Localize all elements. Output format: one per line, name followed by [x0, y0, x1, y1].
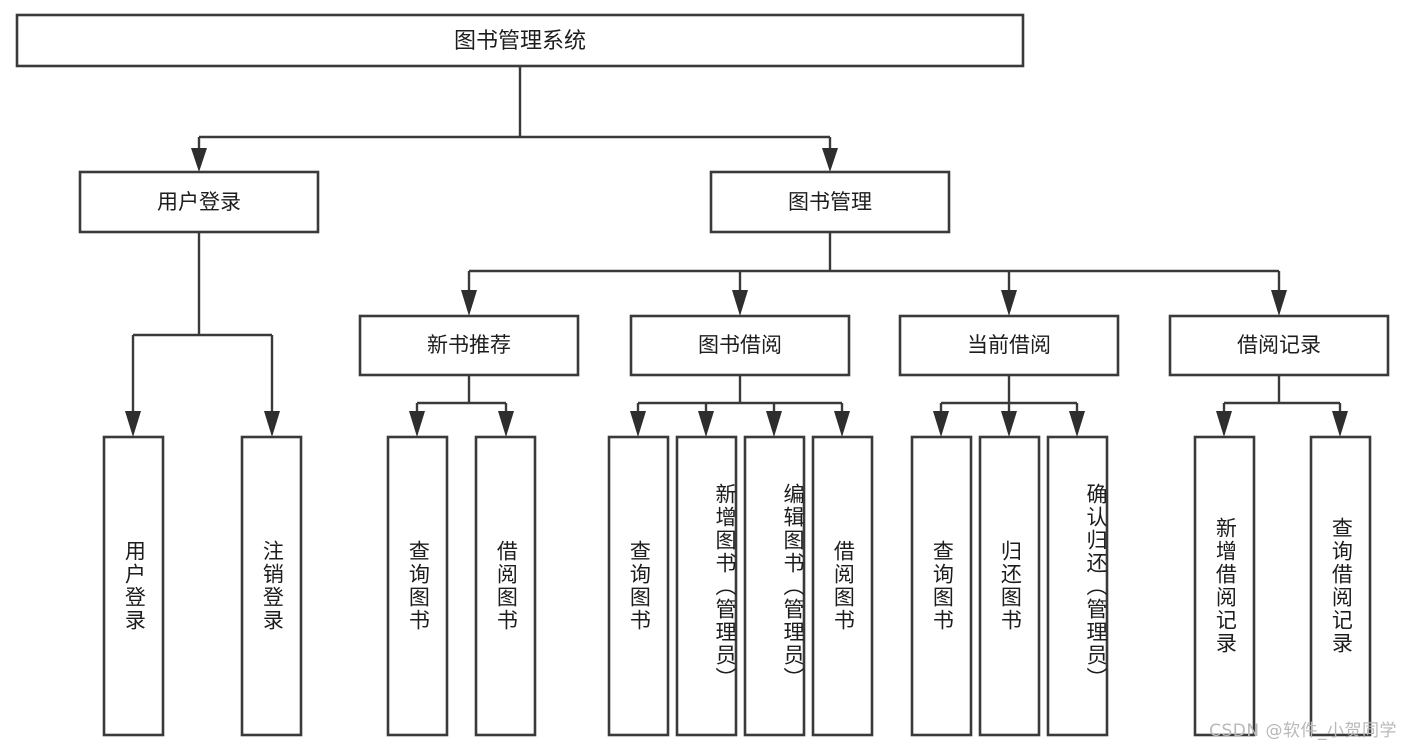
node-current-borrow-label: 当前借阅	[967, 333, 1051, 357]
node-leaf-logout-login-box[interactable]	[240, 435, 303, 737]
node-current-borrow[interactable]: 当前借阅	[898, 314, 1120, 377]
node-book-borrow-label: 图书借阅	[698, 333, 782, 357]
node-leaf-add-book-box[interactable]	[675, 435, 738, 737]
node-leaf-query-book-2-box[interactable]	[607, 435, 670, 737]
node-leaf-borrow-book-2-box[interactable]	[811, 435, 874, 737]
arrow-head-book-borrow	[732, 290, 748, 316]
node-leaf-edit-book-box[interactable]	[743, 435, 806, 737]
node-leaf-user-login-box[interactable]	[102, 435, 165, 737]
connectors-layer	[125, 66, 1348, 437]
arrow-head-leaf-logout-login	[264, 411, 280, 437]
node-book-manage[interactable]: 图书管理	[709, 170, 951, 234]
arrow-head-leaf-add-book	[698, 411, 714, 437]
arrow-head-leaf-query-book-2	[630, 411, 646, 437]
node-new-book-rec-box[interactable]	[358, 314, 580, 377]
arrow-head-to-book-manage	[822, 148, 838, 172]
node-leaf-borrow-book-1-box[interactable]	[474, 435, 537, 737]
node-book-manage-label: 图书管理	[788, 190, 872, 214]
node-leaf-return-book-box[interactable]	[978, 435, 1041, 737]
node-book-borrow[interactable]: 图书借阅	[629, 314, 851, 377]
node-root-label: 图书管理系统	[454, 29, 586, 54]
node-leaf-add-record-box[interactable]	[1193, 435, 1256, 737]
node-root[interactable]: 图书管理系统	[15, 13, 1025, 68]
watermark: CSDN @软件_小贺同学	[1209, 721, 1397, 741]
arrow-head-leaf-add-record	[1216, 411, 1232, 437]
node-borrow-record-box[interactable]	[1168, 314, 1390, 377]
leaf-boxes-layer	[102, 435, 1372, 737]
node-current-borrow-box[interactable]	[898, 314, 1120, 377]
node-borrow-record[interactable]: 借阅记录	[1168, 314, 1390, 377]
arrow-head-leaf-query-book-1	[409, 411, 425, 437]
arrow-head-to-user-login	[191, 148, 207, 172]
node-new-book-rec-label: 新书推荐	[427, 333, 511, 357]
arrow-head-leaf-borrow-book-1	[498, 411, 514, 437]
node-leaf-confirm-return-box[interactable]	[1046, 435, 1109, 737]
node-user-login-box[interactable]	[78, 170, 320, 234]
arrow-head-leaf-borrow-book-2	[834, 411, 850, 437]
arrow-head-current-borrow	[1001, 290, 1017, 316]
node-leaf-query-record-box[interactable]	[1309, 435, 1372, 737]
arrow-head-leaf-query-record	[1332, 411, 1348, 437]
node-book-manage-box[interactable]	[709, 170, 951, 234]
node-leaf-query-book-3-box[interactable]	[910, 435, 973, 737]
arrow-head-leaf-edit-book	[766, 411, 782, 437]
node-user-login-label: 用户登录	[157, 190, 241, 214]
arrow-head-leaf-user-login	[125, 411, 141, 437]
node-new-book-rec[interactable]: 新书推荐	[358, 314, 580, 377]
arrow-head-leaf-confirm-return	[1069, 411, 1085, 437]
node-user-login[interactable]: 用户登录	[78, 170, 320, 234]
arrow-head-leaf-return-book	[1001, 411, 1017, 437]
node-leaf-query-book-1-box[interactable]	[386, 435, 449, 737]
node-root-box[interactable]	[15, 13, 1025, 68]
arrow-head-new-book-rec	[461, 290, 477, 316]
node-book-borrow-box[interactable]	[629, 314, 851, 377]
arrow-head-borrow-record	[1271, 290, 1287, 316]
node-borrow-record-label: 借阅记录	[1237, 333, 1321, 357]
arrow-head-leaf-query-book-3	[933, 411, 949, 437]
